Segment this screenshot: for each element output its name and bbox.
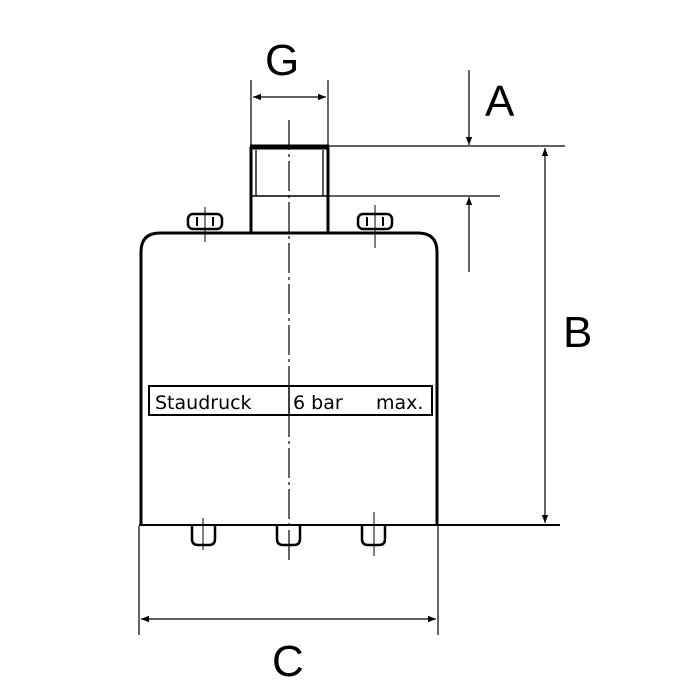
bottom-bolts [190, 512, 387, 556]
dimension-a [329, 70, 565, 272]
dimension-label-c: C [272, 637, 304, 686]
nameplate-pressure: 6 bar [293, 392, 343, 414]
dimension-c [138, 526, 439, 635]
nameplate-max: max. [376, 392, 423, 414]
dimension-label-a: A [485, 77, 515, 126]
top-nut-left [186, 207, 224, 242]
nameplate: Staudruck 6 bar max. [148, 385, 433, 416]
nameplate-label: Staudruck [155, 392, 252, 414]
filter-body [139, 231, 439, 525]
top-nut-right [356, 205, 394, 248]
dimension-g [250, 80, 329, 147]
dimension-label-g: G [265, 36, 299, 85]
dimension-label-b: B [563, 308, 592, 357]
outlet-pipe [249, 144, 330, 233]
